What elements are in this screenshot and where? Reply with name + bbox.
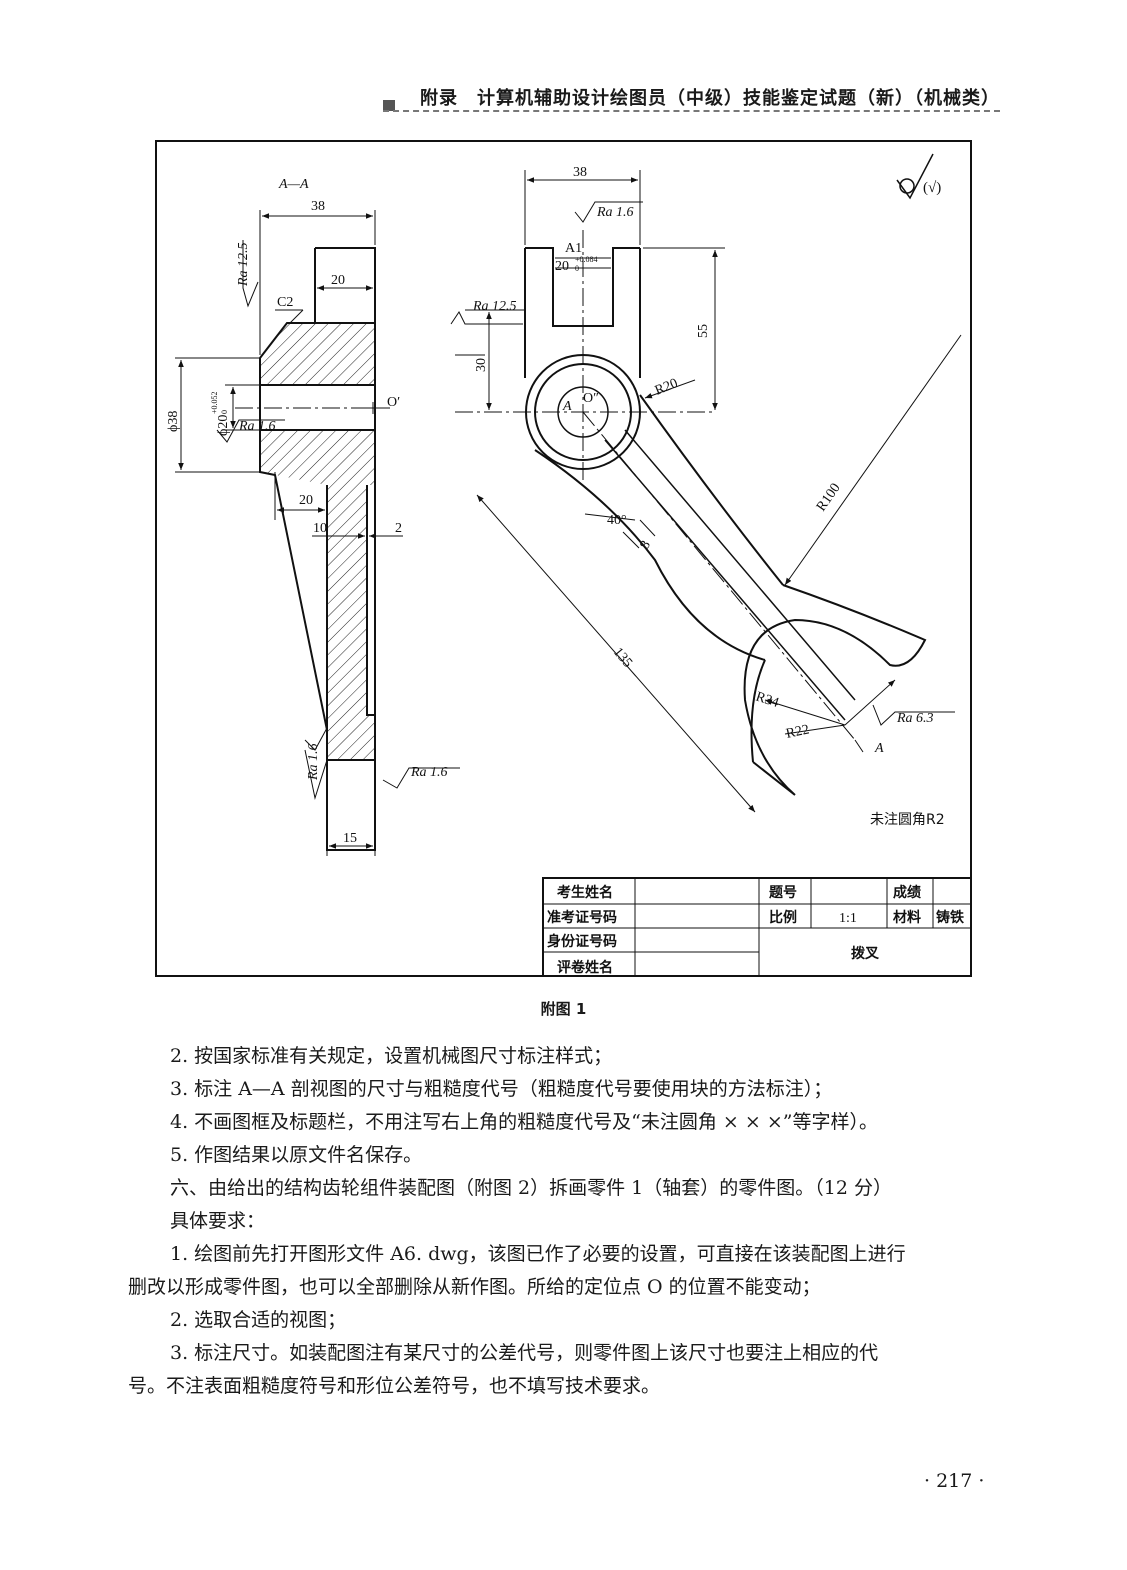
dim-web-10: 10 (313, 521, 327, 536)
tb-exam-id: 准考证号码 (547, 909, 617, 926)
origin-right: O″ (583, 391, 599, 406)
tb-material-label: 材料 (893, 909, 921, 926)
dim-len135: 135 (610, 645, 635, 671)
header-rule (383, 110, 1000, 112)
center-a: A (562, 399, 572, 414)
running-header: 附录 计算机辅助设计绘图员（中级）技能鉴定试题（新）（机械类） (420, 88, 1000, 109)
dim-r100: R100 (814, 481, 844, 514)
tb-part-name: 拨叉 (851, 945, 880, 962)
dim-r20: R20 (653, 376, 680, 399)
paragraph-line: 5. 作图结果以原文件名保存。 (170, 1144, 423, 1166)
dim-dia20-tol-upper: +0.052 (210, 391, 219, 414)
dim-slot-20: 20 (555, 259, 569, 274)
tb-question-no: 题号 (769, 885, 797, 901)
header-marker (383, 100, 395, 111)
paragraph-line: 4. 不画图框及标题栏，不用注写右上角的粗糙度代号及“未注圆角 × × ×”等字… (170, 1111, 878, 1133)
title-block (542, 877, 972, 977)
paragraph-line: 2. 选取合适的视图； (170, 1309, 347, 1331)
dim-chamfer: C2 (277, 295, 293, 310)
dim-slot-tol-upper: +0.084 (575, 255, 598, 264)
ra125-left: Ra 12.5 (236, 242, 251, 287)
tb-material-value: 铸铁 (936, 909, 964, 926)
ra16-bottom-left: Ra 1.6 (306, 743, 321, 781)
paragraph-line: 2. 按国家标准有关规定，设置机械图尺寸标注样式； (170, 1045, 613, 1067)
tb-scale-label: 比例 (769, 909, 797, 926)
section-view: A—A (235, 177, 390, 851)
dim-dia20-tol-lower: 0 (220, 410, 229, 414)
ra16-bore: Ra 1.6 (238, 419, 276, 434)
dim-thick8: 8 (637, 538, 653, 552)
paragraph-line: 3. 标注 A—A 剖视图的尺寸与粗糙度代号（粗糙度代号要使用块的方法标注）； (170, 1078, 833, 1100)
slot-label: A1 (565, 241, 582, 256)
dim-angle40: 40° (607, 513, 627, 528)
tb-exam-name: 考生姓名 (557, 884, 613, 901)
ra16-top: Ra 1.6 (596, 205, 634, 220)
dim-r22: R22 (785, 722, 811, 742)
tb-grader: 评卷姓名 (557, 959, 613, 976)
dim-web-20: 20 (299, 493, 313, 508)
paragraph-line: 1. 绘图前先打开图形文件 A6. dwg，该图已作了必要的设置，可直接在该装配… (170, 1243, 906, 1265)
paragraph-line: 3. 标注尺寸。如装配图注有某尺寸的公差代号，则零件图上该尺寸也要注上相应的代 (170, 1342, 879, 1364)
section-label: A—A (278, 177, 309, 192)
dim-left-width: 38 (311, 199, 325, 214)
section-a: A (874, 741, 884, 756)
dim-web-2: 2 (395, 521, 402, 536)
paragraph-line: 号。不注表面粗糙度符号和形位公差符号，也不填写技术要求。 (128, 1375, 661, 1397)
tb-scale-value: 1:1 (839, 911, 857, 926)
tb-score: 成绩 (893, 884, 921, 901)
page-number: · 217 · (924, 1470, 985, 1492)
dim-r34: R34 (754, 690, 781, 711)
dim-dia38: ϕ38 (166, 411, 181, 432)
front-view (455, 230, 927, 796)
dim-origin-left: O′ (387, 395, 400, 410)
engineering-drawing: A—A (155, 140, 972, 977)
figure-caption: 附图 1 (540, 1000, 587, 1018)
section-heading: 六、由给出的结构齿轮组件装配图（附图 2）拆画零件 1（轴套）的零件图。（12 … (170, 1177, 892, 1199)
note-fillet: 未注圆角R2 (870, 812, 945, 828)
ra16-bottom-right: Ra 1.6 (410, 765, 448, 780)
tb-id-number: 身份证号码 (547, 933, 617, 950)
ra125-right: Ra 12.5 (472, 299, 517, 314)
surface-symbol: (√) (923, 180, 941, 196)
dim-height-30: 30 (474, 358, 489, 372)
dim-right-width: 38 (573, 165, 587, 180)
dim-dia20: ϕ20 (216, 415, 231, 436)
dim-foot-15: 15 (343, 831, 357, 846)
dim-left-inner: 20 (331, 273, 345, 288)
dim-height-55: 55 (696, 324, 711, 338)
paragraph-line: 删改以形成零件图，也可以全部删除从新作图。所给的定位点 O 的位置不能变动； (128, 1276, 821, 1298)
paragraph-line: 具体要求： (170, 1210, 266, 1232)
ra63: Ra 6.3 (896, 711, 934, 726)
dim-slot-tol-lower: 0 (575, 264, 579, 273)
